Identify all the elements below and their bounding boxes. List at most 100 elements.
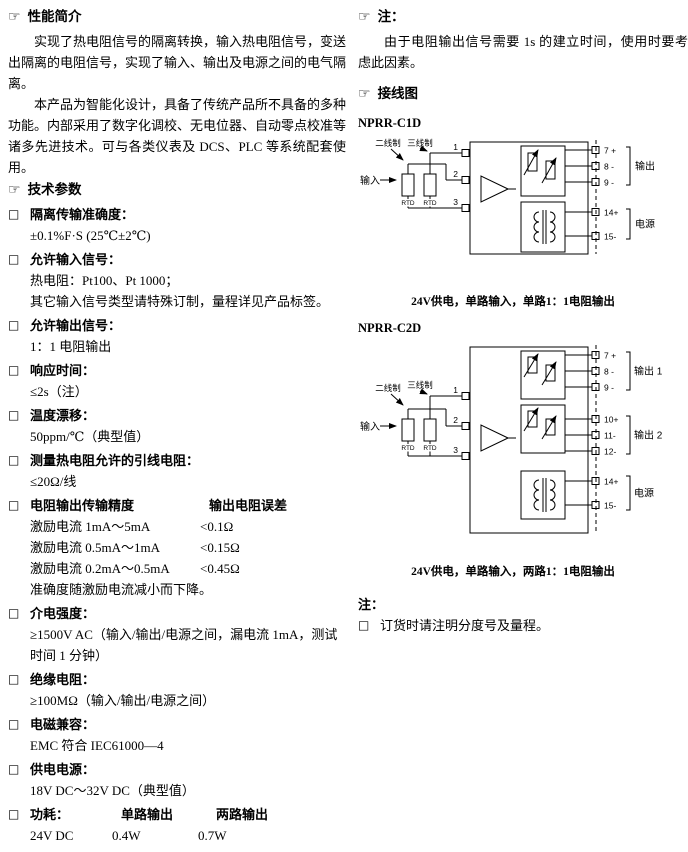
terminal-square <box>591 351 600 359</box>
terminal-label-3: 3 <box>453 445 458 455</box>
param-head: □ 供电电源： <box>8 759 346 780</box>
order-note-row: □ 订货时请注明分度号及量程。 <box>358 615 688 636</box>
terminal-label-3: 3 <box>453 197 458 207</box>
order-note-text: 订货时请注明分度号及量程。 <box>380 618 550 633</box>
param-label: 介电强度： <box>30 606 96 621</box>
trans-current-range: 激励电流 0.5mA～1mA <box>30 540 161 555</box>
param-transmission-table: □ 电阻输出传输精度 输出电阻误差 激励电流 1mA～5mA <0.1Ω 激励电… <box>8 495 346 600</box>
square-bullet-icon: □ <box>8 252 20 266</box>
terminal-label-2: 2 <box>453 169 458 179</box>
terminal-square <box>591 447 600 455</box>
power-single-value: 0.4W <box>112 828 141 843</box>
power-group-bracket <box>626 475 631 511</box>
terminal-label-9: 9 - <box>604 383 614 393</box>
param-head: □ 电阻输出传输精度 输出电阻误差 <box>8 495 346 516</box>
param-label: 电磁兼容： <box>30 717 96 732</box>
terminal-square <box>591 208 600 216</box>
param-value: ≤20Ω/线 <box>30 474 77 489</box>
pointer-hand-icon: ☞ <box>358 86 371 102</box>
section-heading-note: ☞ 注： <box>358 6 688 28</box>
three-wire-arrow <box>419 388 428 395</box>
terminal-label-9: 9 - <box>604 178 614 188</box>
param-dielectric: □ 介电强度： ≥1500V AC（输入/输出/电源之间，漏电流 1mA，测试时… <box>8 603 346 666</box>
terminal-label-8: 8 - <box>604 162 614 172</box>
output2-section-box <box>520 404 566 454</box>
module-body <box>469 346 589 534</box>
terminal-square <box>591 232 600 240</box>
terminal-square <box>591 383 600 391</box>
power-col-header-2: 两路输出 <box>216 807 269 822</box>
rtd-label: RTD <box>401 445 415 452</box>
output1-group-bracket <box>626 351 631 391</box>
param-value: 50ppm/℃（典型值） <box>30 429 150 444</box>
param-value: ≥100MΩ（输入/输出/电源之间） <box>30 693 216 708</box>
param-value: ≤2s（注） <box>30 384 88 399</box>
param-insulation: □ 绝缘电阻： ≥100MΩ（输入/输出/电源之间） <box>8 669 346 711</box>
terminal-square <box>461 422 470 430</box>
square-bullet-icon: □ <box>8 363 20 377</box>
order-note-section: 注： □ 订货时请注明分度号及量程。 <box>358 594 688 636</box>
power-group-bracket <box>626 208 631 240</box>
square-bullet-icon: □ <box>358 618 370 632</box>
terminal-label-14: 14+ <box>604 208 618 218</box>
terminal-square <box>461 392 470 400</box>
model-name-c2d: NPRR-C2D <box>358 321 422 335</box>
rtd-label: RTD <box>423 200 437 207</box>
trans-table-row: 激励电流 1mA～5mA <0.1Ω <box>30 516 346 537</box>
diagram-caption-c1d: 24V供电，单路输入，单路1：1电阻输出 <box>411 296 615 308</box>
wiring-diagram-c1d: 输入 二线制 三线制 RTD RTD 1 2 3 7 + 8 - 9 - 14+… <box>360 138 655 255</box>
rtd-label: RTD <box>423 445 437 452</box>
square-bullet-icon: □ <box>8 672 20 686</box>
trans-table-row: 激励电流 0.5mA～1mA <0.15Ω <box>30 537 346 558</box>
order-note-title: 注： <box>358 597 385 612</box>
param-label: 温度漂移： <box>30 408 96 423</box>
terminal-square <box>591 146 600 154</box>
param-label: 测量热电阻允许的引线电阻： <box>30 453 200 468</box>
square-bullet-icon: □ <box>8 207 20 221</box>
power-voltage: 24V DC <box>30 828 74 843</box>
note-paragraph: 由于电阻输出信号需要 1s 的建立时间，使用时要考虑此因素。 <box>358 34 688 70</box>
two-wire-label: 二线制 <box>375 138 401 148</box>
power-table-row: 24V DC 0.4W 0.7W <box>30 825 346 846</box>
pointer-hand-icon: ☞ <box>8 9 21 25</box>
power-table-label: 功耗： <box>30 807 70 822</box>
terminal-label-7: 7 + <box>604 351 616 361</box>
terminal-square <box>461 176 470 184</box>
output1-group-label: 输出 1 <box>634 365 663 378</box>
resistor-icon <box>545 364 556 382</box>
trans-col-header-2: 输出电阻误差 <box>209 498 288 513</box>
terminal-square <box>591 367 600 375</box>
resistor-icon <box>545 418 556 436</box>
output2-group-bracket <box>626 415 631 455</box>
param-accuracy: □ 隔离传输准确度： ±0.1%F·S (25℃±2℃) <box>8 204 346 246</box>
power-col-header-1: 单路输出 <box>121 807 174 822</box>
param-head: □ 介电强度： <box>8 603 346 624</box>
opamp-icon <box>480 175 510 203</box>
module-body <box>469 141 589 255</box>
trans-current-range: 激励电流 0.2mA～0.5mA <box>30 561 170 576</box>
diagram-labels: 输入 二线制 三线制 RTD RTD 1 2 3 7 + 8 - 9 - 10+… <box>360 351 663 511</box>
param-label: 允许输入信号： <box>30 252 122 267</box>
output-group-bracket <box>626 146 631 186</box>
terminal-square <box>591 477 600 485</box>
terminal-label-15: 15- <box>604 232 616 242</box>
terminal-label-1: 1 <box>453 142 458 152</box>
power-section-box <box>520 201 566 253</box>
square-bullet-icon: □ <box>8 498 20 512</box>
param-head: □ 测量热电阻允许的引线电阻： <box>8 450 346 471</box>
right-column: ☞ 注： 由于电阻输出信号需要 1s 的建立时间，使用时要考虑此因素。 ☞ 接线… <box>358 5 688 846</box>
param-label: 隔离传输准确度： <box>30 207 135 222</box>
transformer-coil-icon <box>549 211 556 243</box>
terminal-label-11: 11- <box>604 431 616 441</box>
trans-table-note: 准确度随激励电流减小而下降。 <box>30 582 213 597</box>
param-head: □ 允许输出信号： <box>8 315 346 336</box>
resistor-icon <box>527 410 538 428</box>
section-title-params: 技术参数 <box>27 182 82 197</box>
transformer-coil-icon <box>533 211 540 243</box>
param-value: ±0.1%F·S (25℃±2℃) <box>30 228 151 243</box>
param-response: □ 响应时间： ≤2s（注） <box>8 360 346 402</box>
two-wire-arrow <box>390 148 404 161</box>
wiring-diagram-c2d-block: 输入 二线制 三线制 RTD RTD 1 2 3 7 + 8 - 9 - 10+… <box>358 341 668 580</box>
rtd-sensor <box>401 173 415 197</box>
